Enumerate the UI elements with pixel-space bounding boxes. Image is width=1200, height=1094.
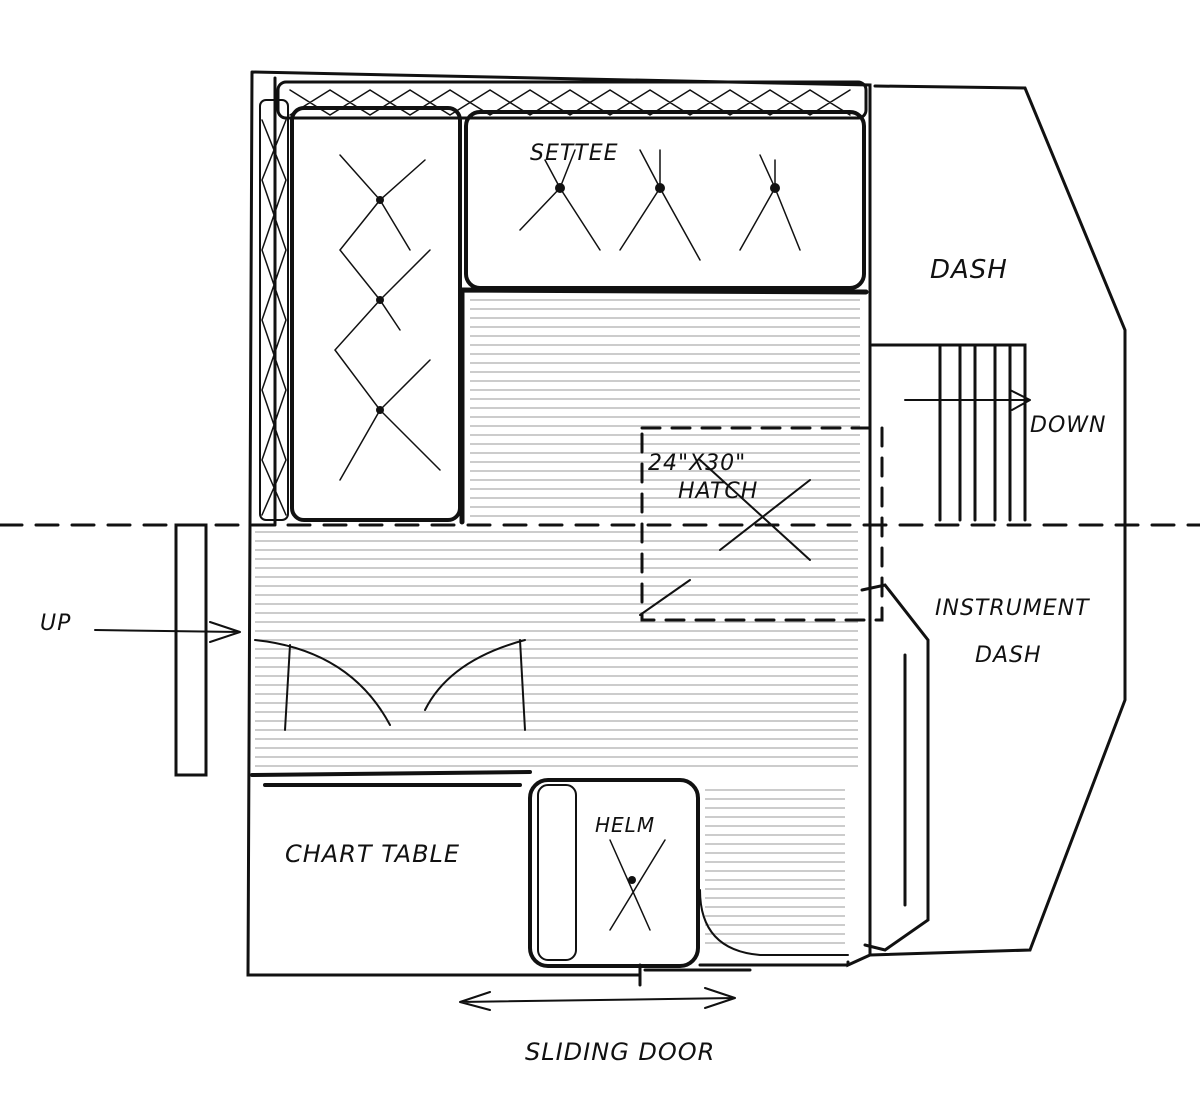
helm-label: HELM [595, 813, 655, 837]
instrument-dash-panel [860, 583, 930, 952]
sliding-door [459, 963, 752, 1011]
up-label: UP [40, 611, 71, 636]
settee-label: SETTEE [530, 141, 619, 166]
helm-floor-box [699, 889, 849, 956]
door-swings [254, 639, 526, 731]
settee-left-cushion [290, 106, 462, 522]
hatch-label: HATCH [678, 479, 758, 504]
up-step [94, 523, 241, 777]
settee-side-back-cushion [259, 99, 289, 521]
dash-upper-label: DASH [930, 255, 1008, 285]
helm-seat [528, 778, 700, 968]
floor-hatching [255, 299, 860, 944]
sliding-door-label: SLIDING DOOR [525, 1038, 715, 1066]
hatch [639, 426, 884, 622]
dash-lower-label: DASH [975, 643, 1042, 668]
chart-table-edge [250, 770, 532, 787]
down-stairs [870, 343, 1031, 522]
dash-outline [868, 84, 1127, 957]
settee-base-edge [459, 287, 869, 525]
settee-top-cushion [464, 110, 866, 290]
down-label: DOWN [1030, 413, 1106, 438]
instrument-label: INSTRUMENT [935, 596, 1090, 621]
hatch-size-label: 24"X30" [648, 451, 746, 476]
chart-table-label: CHART TABLE [285, 840, 460, 868]
